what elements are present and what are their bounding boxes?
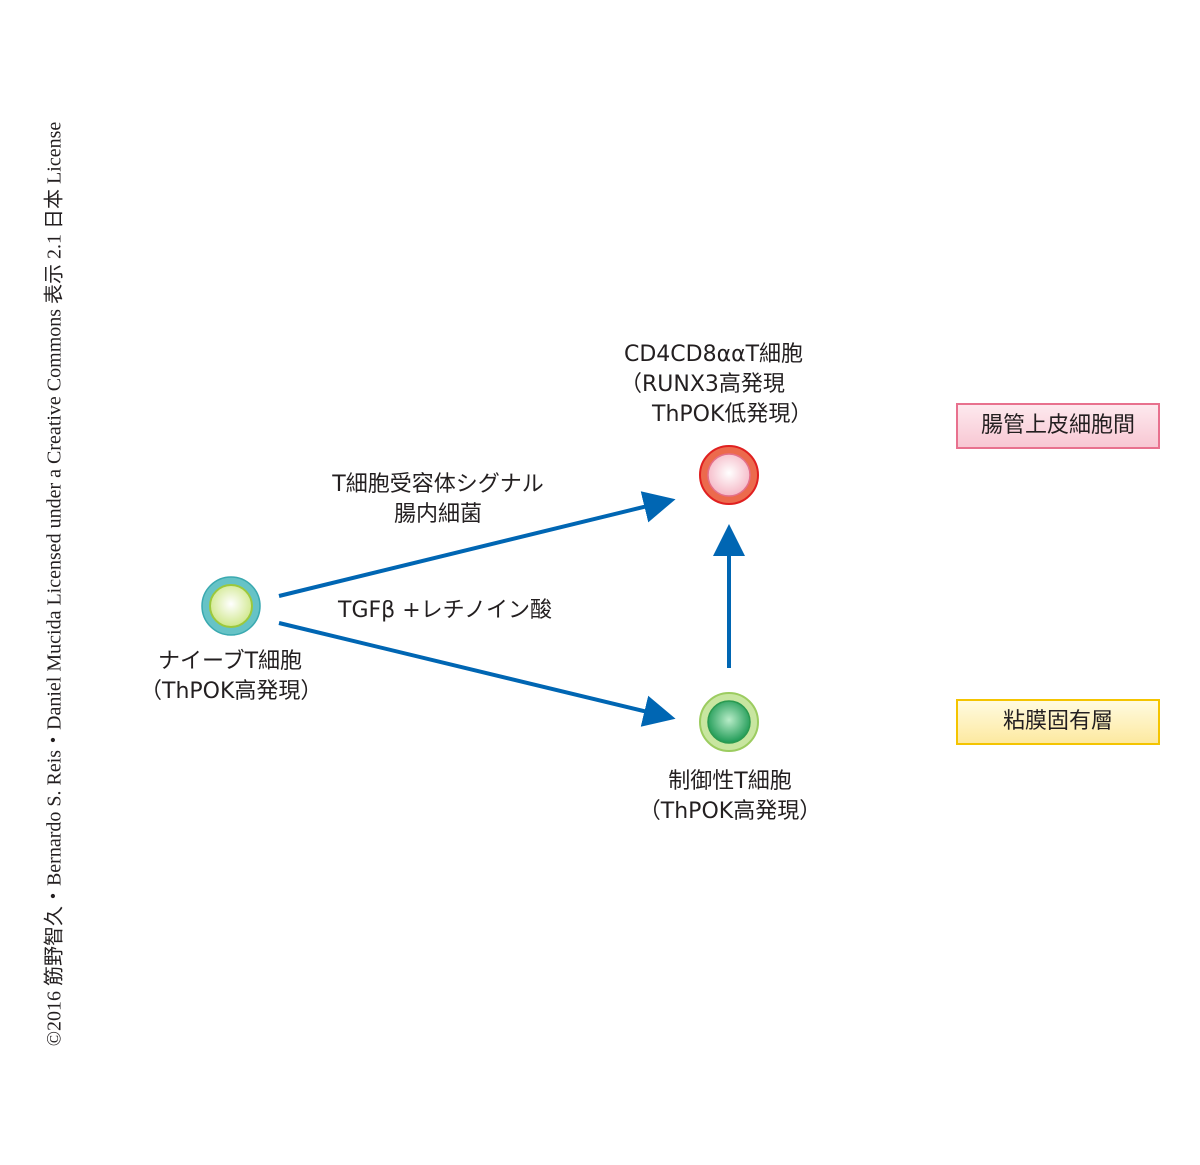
lower-arrow-label: TGFβ +レチノイン酸 [338,598,552,623]
arrow-naive-to-cd4cd8 [278,491,676,598]
epithelial-location-badge: 腸管上皮細胞間 [956,403,1160,449]
treg-cell-icon [699,692,759,752]
cd4cd8-cell-label: CD4CD8ααT細胞 （RUNX3高発現 ThPOK低発現） [620,340,840,430]
tcr-signal-label: T細胞受容体シグナル [332,472,544,497]
lamina-propria-location-badge: 粘膜固有層 [956,699,1160,745]
treg-cell-expression: （ThPOK高発現） [638,799,822,824]
upper-arrow-label: T細胞受容体シグナル 腸内細菌 [318,470,558,530]
naive-cell-label: ナイーブT細胞 （ThPOK高発現） [140,647,323,707]
naive-cell-expression: （ThPOK高発現） [140,679,323,704]
cd4cd8-t-cell-icon [699,445,759,505]
cd4cd8-cell-thpok: ThPOK低発現） [652,402,813,427]
naive-cell-name: ナイーブT細胞 [157,649,303,674]
gut-bacteria-label: 腸内細菌 [393,502,482,527]
naive-t-cell-icon [201,576,261,636]
cd4cd8-cell-runx3: （RUNX3高発現 [620,372,785,397]
arrow-naive-to-treg [278,621,676,727]
cd4cd8-cell-name: CD4CD8ααT細胞 [624,342,804,367]
treg-cell-label: 制御性T細胞 （ThPOK高発現） [630,767,830,827]
treg-cell-name: 制御性T細胞 [668,769,792,794]
